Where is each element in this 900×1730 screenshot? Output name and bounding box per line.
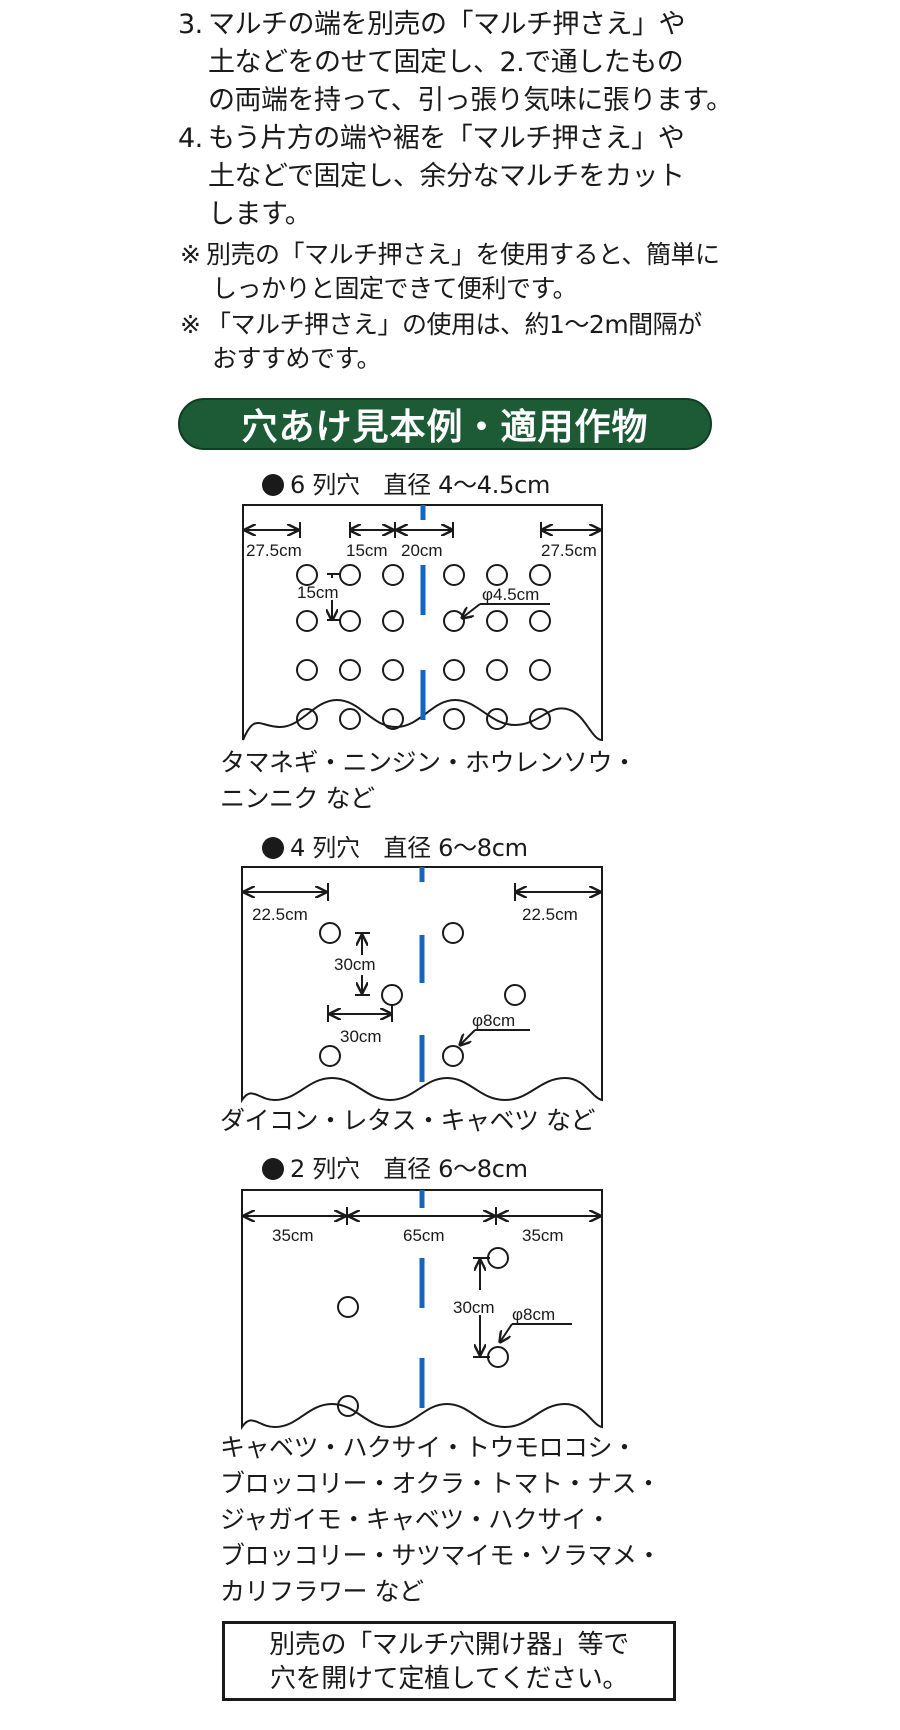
note-1-mark: ※ bbox=[180, 240, 201, 269]
notice-line-1: 別売の「マルチ穴開け器」等で bbox=[269, 1630, 629, 1660]
crops-line: ダイコン・レタス・キャベツ など bbox=[220, 1106, 595, 1135]
diagram-6row-title: 6 列穴 直径 4～4.5cm bbox=[262, 471, 550, 499]
step-4-line-2: 土などで固定し、余分なマルチをカット bbox=[208, 161, 685, 192]
dim-center-gap: 20cm bbox=[401, 541, 443, 560]
step-4-line-3: します。 bbox=[208, 199, 312, 230]
dim-right-margin: 22.5cm bbox=[522, 905, 578, 924]
diagram-4row bbox=[241, 866, 603, 1104]
crops-line: キャベツ・ハクサイ・トウモロコシ・ bbox=[220, 1433, 637, 1462]
dim-hole-diameter: φ8cm bbox=[472, 1011, 515, 1030]
note-1-line-2: しっかりと固定できて便利です。 bbox=[212, 274, 578, 303]
notice-box: 別売の「マルチ穴開け器」等で 穴を開けて定植してください。 bbox=[222, 1621, 676, 1701]
step-3-line-3: の両端を持って、引っ張り気味に張ります。 bbox=[208, 85, 733, 116]
section-banner-title: 穴あけ見本例・適用作物 bbox=[241, 407, 649, 448]
dim-right-margin: 35cm bbox=[522, 1226, 564, 1245]
note-1-line-1: 別売の「マルチ押さえ」を使用すると、簡単に bbox=[206, 240, 720, 269]
notice-line-2: 穴を開けて定植してください。 bbox=[269, 1664, 629, 1694]
dim-center-width: 65cm bbox=[403, 1226, 445, 1245]
crops-line: カリフラワー など bbox=[220, 1577, 424, 1606]
crops-line: ブロッコリー・サツマイモ・ソラマメ・ bbox=[220, 1541, 662, 1570]
dim-right-margin: 27.5cm bbox=[541, 541, 597, 560]
dim-left-margin: 35cm bbox=[272, 1226, 314, 1245]
step-3-number: 3. bbox=[178, 9, 203, 40]
bullet-icon bbox=[262, 474, 284, 496]
step-3-line-1: マルチの端を別売の「マルチ押さえ」や bbox=[208, 9, 686, 40]
diagram-4row-title: 4 列穴 直径 6～8cm bbox=[262, 834, 528, 862]
mulch-sheet-outline bbox=[241, 866, 603, 1104]
diagram-2row bbox=[241, 1189, 603, 1431]
crops-4row: ダイコン・レタス・キャベツ など bbox=[220, 1103, 595, 1139]
step-3-line-2: 土などをのせて固定し、2.で通したもの bbox=[208, 47, 684, 78]
note-2-line-1: 「マルチ押さえ」の使用は、約1～2m間隔が bbox=[206, 310, 702, 339]
dim-spacing: 15cm bbox=[346, 541, 388, 560]
dim-hole-diameter: φ4.5cm bbox=[482, 585, 539, 604]
dim-row-spacing: 30cm bbox=[453, 1298, 495, 1317]
bullet-icon bbox=[262, 837, 284, 859]
crops-2row: キャベツ・ハクサイ・トウモロコシ・ ブロッコリー・オクラ・トマト・ナス・ ジャガ… bbox=[220, 1430, 662, 1610]
step-4-line-1: もう片方の端や裾を「マルチ押さえ」や bbox=[208, 123, 685, 154]
section-banner: 穴あけ見本例・適用作物 bbox=[178, 398, 712, 450]
dim-left-margin: 22.5cm bbox=[252, 905, 308, 924]
bullet-icon bbox=[262, 1158, 284, 1180]
crops-6row: タマネギ・ニンジン・ホウレンソウ・ ニンニク など bbox=[220, 745, 637, 817]
dim-hole-diameter: φ8cm bbox=[512, 1305, 555, 1324]
dim-row-spacing: 30cm bbox=[334, 955, 376, 974]
mulch-sheet-outline bbox=[242, 504, 603, 742]
crops-line: ニンニク など bbox=[220, 784, 375, 813]
diagram-6row bbox=[242, 504, 603, 742]
note-2-mark: ※ bbox=[180, 310, 201, 339]
crops-line: ブロッコリー・オクラ・トマト・ナス・ bbox=[220, 1469, 661, 1498]
dim-left-margin: 27.5cm bbox=[246, 541, 302, 560]
dim-col-spacing: 30cm bbox=[340, 1027, 382, 1046]
mulch-sheet-outline bbox=[241, 1189, 603, 1431]
dim-row-spacing: 15cm bbox=[297, 583, 339, 602]
diagram-2row-title: 2 列穴 直径 6～8cm bbox=[262, 1155, 528, 1183]
crops-line: タマネギ・ニンジン・ホウレンソウ・ bbox=[220, 748, 637, 777]
note-2-line-2: おすすめです。 bbox=[212, 344, 382, 373]
step-4-number: 4. bbox=[178, 123, 203, 154]
crops-line: ジャガイモ・キャベツ・ハクサイ・ bbox=[220, 1505, 611, 1534]
